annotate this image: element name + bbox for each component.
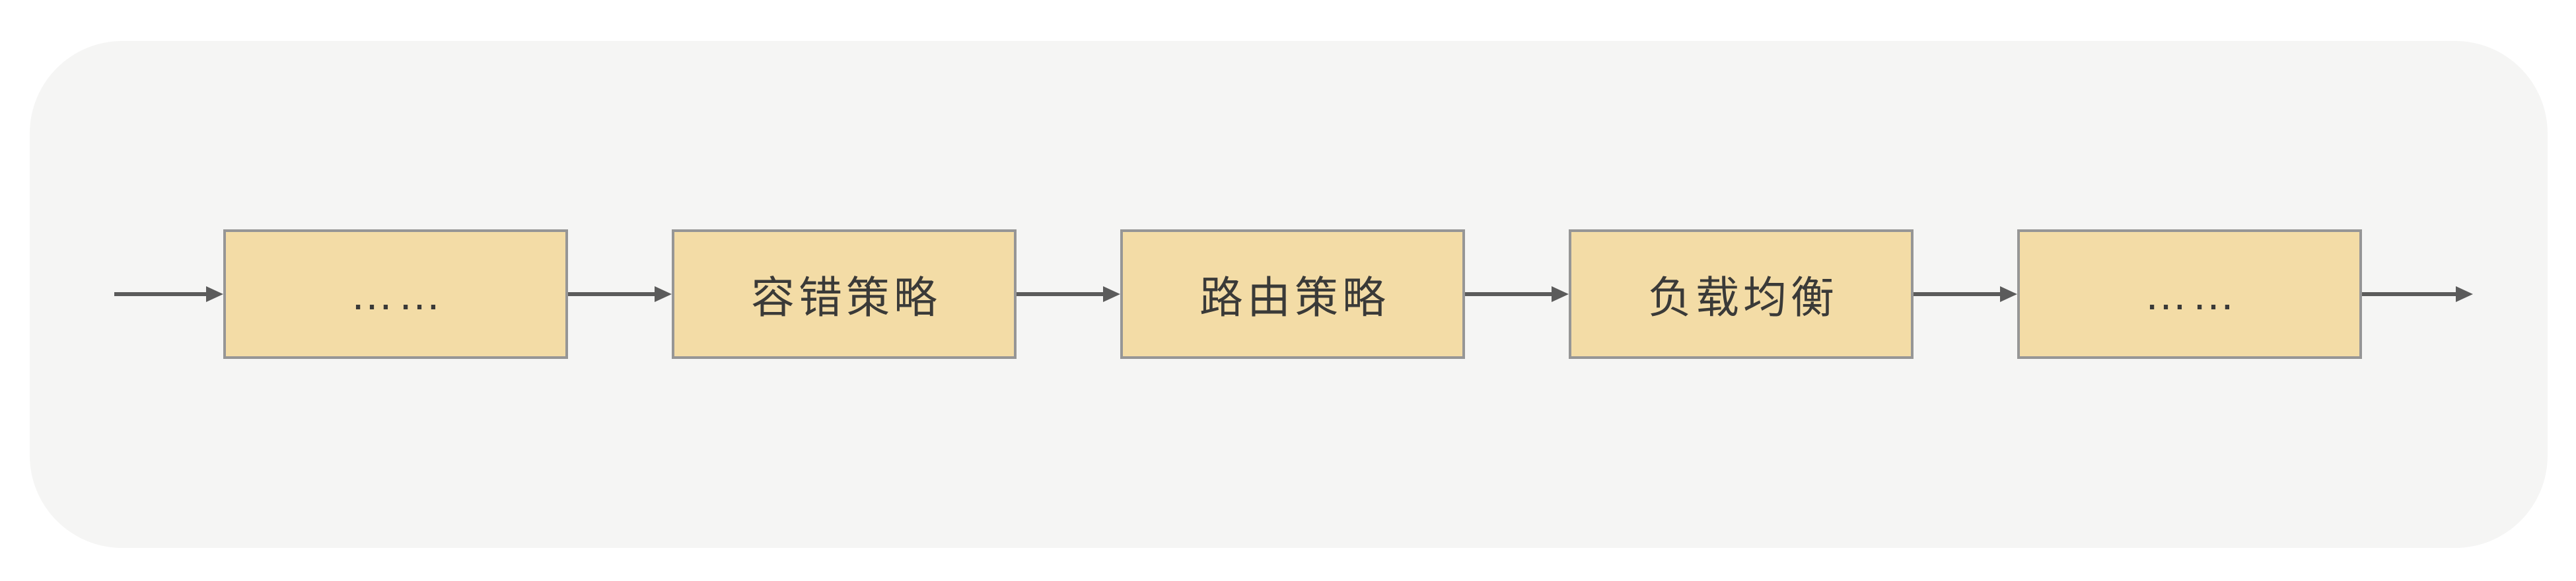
arrowhead-right-icon <box>206 286 223 302</box>
flow-node-fault-tolerance: 容错策略 <box>672 229 1017 359</box>
arrow-line <box>1017 292 1103 296</box>
flow-arrow-3-4 <box>1465 229 1569 359</box>
arrowhead-right-icon <box>655 286 672 302</box>
node-label: 容错策略 <box>751 273 941 322</box>
arrow-line <box>1914 292 2000 296</box>
flow-node-ellipsis-right: …… <box>2017 229 2362 359</box>
flow-arrow-2-3 <box>1017 229 1120 359</box>
flow-arrow-out <box>2362 229 2473 359</box>
node-label: …… <box>2144 270 2239 319</box>
node-label: 负载均衡 <box>1648 273 1838 322</box>
arrow-line <box>114 292 206 296</box>
arrowhead-right-icon <box>2000 286 2017 302</box>
arrowhead-right-icon <box>2456 286 2473 302</box>
flow-arrow-in <box>114 229 223 359</box>
flow-node-load-balancing: 负载均衡 <box>1569 229 1914 359</box>
arrow-line <box>2362 292 2456 296</box>
flow-arrow-4-5 <box>1914 229 2017 359</box>
arrowhead-right-icon <box>1103 286 1120 302</box>
arrow-line <box>568 292 655 296</box>
flow-arrow-1-2 <box>568 229 672 359</box>
flow-row: …… 容错策略 路由策略 负载均衡 …… <box>114 229 2473 359</box>
flow-node-routing: 路由策略 <box>1120 229 1465 359</box>
node-label: …… <box>350 270 445 319</box>
arrowhead-right-icon <box>1552 286 1569 302</box>
diagram-canvas: …… 容错策略 路由策略 负载均衡 …… <box>30 41 2548 548</box>
flow-node-ellipsis-left: …… <box>223 229 568 359</box>
arrow-line <box>1465 292 1552 296</box>
node-label: 路由策略 <box>1199 273 1390 322</box>
